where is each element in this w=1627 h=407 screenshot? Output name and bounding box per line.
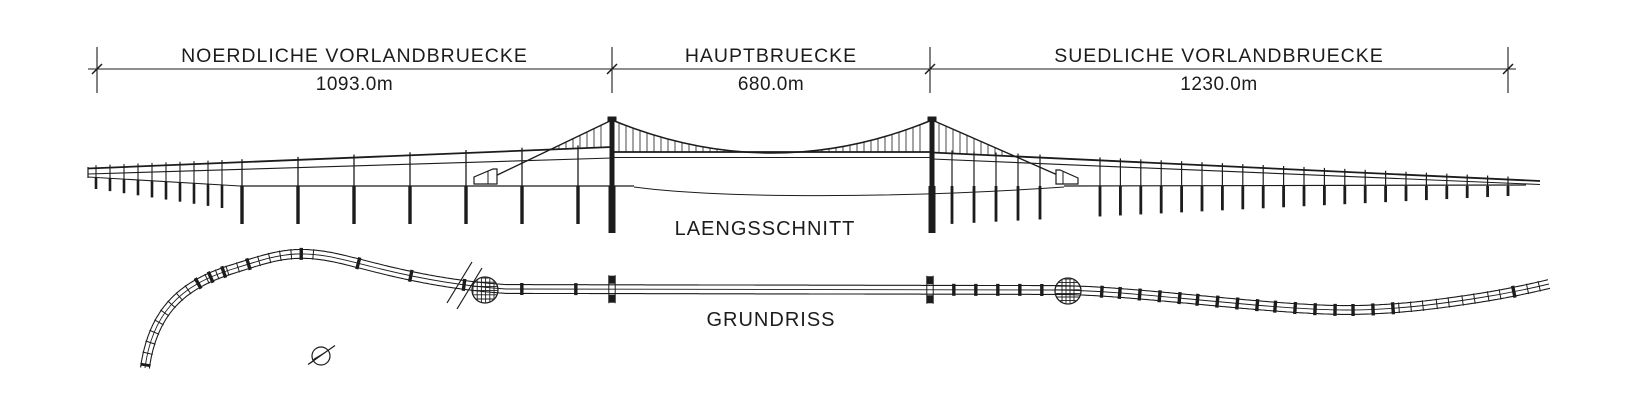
north-anchor-block: [473, 168, 498, 185]
span-label-south-viaduct: SUEDLICHE VORLANDBRUECKE: [1054, 45, 1384, 67]
elevation-view-label: LAENGSSCHNITT: [675, 218, 856, 240]
plan-details: [140, 247, 1551, 369]
plan-view-label: GRUNDRISS: [706, 309, 835, 331]
span-value-main-bridge: 680.0m: [738, 74, 804, 95]
left-pylon: [607, 116, 617, 233]
right-pylon-plan: [926, 275, 934, 304]
right-pylon: [927, 116, 937, 233]
elevation-view: [87, 116, 1541, 233]
left-pylon-plan: [608, 275, 616, 304]
dimension-bar: [88, 47, 1516, 93]
north-arrow-icon: [307, 345, 336, 366]
break-line-slashes: [446, 261, 483, 310]
south-anchor-block: [1055, 169, 1079, 185]
span-value-north-viaduct: 1093.0m: [316, 74, 393, 95]
span-value-south-viaduct: 1230.0m: [1180, 74, 1257, 95]
plan-alignment-centerline: [144, 253, 1550, 369]
main-cable: [488, 119, 1070, 181]
plan-view: [140, 247, 1551, 369]
span-label-north-viaduct: NOERDLICHE VORLANDBRUECKE: [181, 45, 528, 67]
south-anchor-foundation-circle: [1055, 278, 1081, 303]
span-label-main-bridge: HAUPTBRUECKE: [685, 45, 857, 67]
